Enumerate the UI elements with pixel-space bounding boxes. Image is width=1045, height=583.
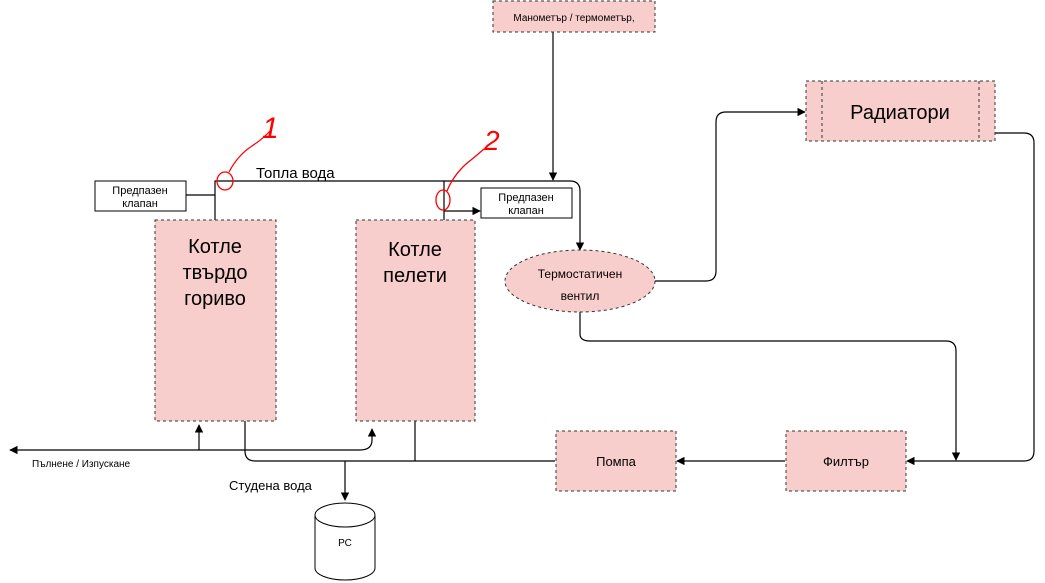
connectors — [9, 32, 1035, 501]
fill-drain-label: Пълнене / Изпускане — [32, 459, 131, 470]
fill-to-boiler-2 — [359, 428, 377, 451]
tank-label: РС — [338, 538, 352, 549]
valve-to-radiators-line — [655, 107, 806, 282]
marker-1-stroke — [228, 129, 272, 173]
thermostatic-valve[interactable]: Термостатичен вентил — [504, 249, 656, 313]
boiler-pellets-line-1: Котле — [388, 239, 442, 261]
cold-water-line — [244, 421, 555, 462]
cold-water-label: Студена вода — [229, 478, 313, 493]
boiler-solid-line-3: гориво — [184, 288, 246, 310]
relief-valve-2-line-2: клапан — [508, 205, 544, 217]
expansion-tank[interactable]: РС — [314, 502, 376, 581]
valve-to-filter-line — [579, 312, 961, 461]
boiler-pellets-line-2: пелети — [383, 265, 447, 287]
filter-label: Филтър — [823, 454, 869, 469]
gauge-node[interactable]: Манометър / термометър, — [492, 0, 656, 33]
boiler-solid-line-2: твърдо — [182, 262, 247, 284]
thermostatic-valve-line-1: Термостатичен — [538, 267, 622, 281]
boiler-pellets[interactable]: Котле пелети — [355, 219, 476, 422]
radiators-return-line — [906, 132, 1035, 466]
marker-1-label: 1 — [262, 112, 279, 145]
radiators-label: Радиатори — [850, 102, 950, 124]
relief-valve-2-line-1: Предпазен — [498, 192, 553, 204]
marker-2-circle — [435, 189, 451, 211]
marker-1-circle — [216, 171, 234, 191]
hot-water-label: Топла вода — [256, 165, 335, 182]
relief-valve-1-line-2: клапан — [122, 198, 158, 210]
radiators-node[interactable]: Радиатори — [805, 80, 996, 142]
filter-node[interactable]: Филтър — [785, 430, 907, 492]
gauge-label: Манометър / термометър, — [513, 13, 634, 24]
hot-water-line — [214, 180, 585, 251]
boiler-solid-fuel[interactable]: Котле твърдо гориво — [154, 219, 277, 422]
pump-node[interactable]: Помпа — [555, 430, 677, 492]
pump-label: Помпа — [596, 454, 637, 469]
boiler-solid-line-1: Котле — [188, 236, 242, 258]
relief-valve-1[interactable]: Предпазен клапан — [94, 180, 187, 212]
red-annotations — [216, 129, 485, 211]
thermostatic-valve-line-2: вентил — [561, 289, 600, 303]
marker-2-label: 2 — [483, 125, 500, 156]
relief-valve-1-line-1: Предпазен — [112, 185, 167, 197]
relief-valve-2[interactable]: Предпазен клапан — [480, 187, 573, 219]
marker-2-stroke — [446, 148, 485, 192]
